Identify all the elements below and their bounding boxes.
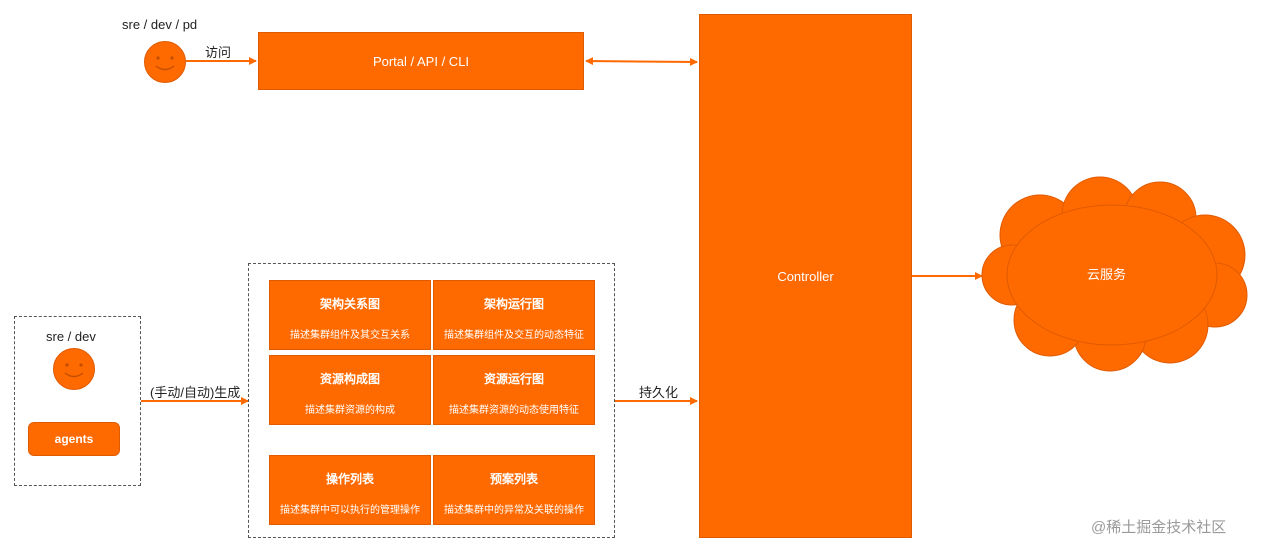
card-title: 操作列表: [325, 472, 374, 486]
card-resource-composition[interactable]: 资源构成图 描述集群资源的构成: [269, 355, 431, 425]
controller-label: Controller: [777, 268, 834, 284]
portal-label: Portal / API / CLI: [372, 53, 470, 69]
card-description: 描述集群中可以执行的管理操作: [280, 505, 420, 516]
card-description: 描述集群中的异常及关联的操作: [444, 505, 584, 516]
card-description: 描述集群组件及其交互关系: [290, 330, 410, 341]
cloud-shape: [981, 176, 1248, 372]
persist-edge-label: 持久化: [639, 385, 679, 400]
card-resource-runtime[interactable]: 资源运行图 描述集群资源的动态使用特征: [433, 355, 595, 425]
card-title: 架构运行图: [483, 297, 544, 311]
watermark: @稀土掘金技术社区: [1091, 519, 1227, 536]
cloud-label: 云服务: [1087, 267, 1127, 282]
model-group: [248, 263, 615, 538]
card-title: 预案列表: [489, 472, 538, 486]
top-users-label: sre / dev / pd: [122, 17, 198, 32]
generate-edge-label: (手动/自动)生成: [150, 385, 241, 400]
card-title: 资源构成图: [319, 372, 380, 386]
controller-box[interactable]: Controller: [699, 14, 912, 538]
agents-label: agents: [54, 432, 94, 446]
card-architecture-relation[interactable]: 架构关系图 描述集群组件及其交互关系: [269, 280, 431, 350]
card-contingency-list[interactable]: 预案列表 描述集群中的异常及关联的操作: [433, 455, 595, 525]
card-description: 描述集群组件及交互的动态特征: [444, 330, 584, 341]
portal-box[interactable]: Portal / API / CLI: [258, 32, 584, 90]
access-edge-label: 访问: [205, 45, 232, 60]
card-title: 架构关系图: [319, 297, 380, 311]
card-description: 描述集群资源的构成: [305, 405, 395, 416]
smiley-icon: [53, 348, 95, 390]
card-operation-list[interactable]: 操作列表 描述集群中可以执行的管理操作: [269, 455, 431, 525]
user-agents-group: [14, 316, 141, 486]
portal-controller-arrow: [585, 57, 698, 66]
card-title: 资源运行图: [483, 372, 544, 386]
smiley-icon: [144, 41, 186, 83]
agents-box[interactable]: agents: [28, 422, 120, 456]
card-description: 描述集群资源的动态使用特征: [449, 405, 579, 416]
left-users-label: sre / dev: [46, 329, 96, 344]
card-architecture-runtime[interactable]: 架构运行图 描述集群组件及交互的动态特征: [433, 280, 595, 350]
